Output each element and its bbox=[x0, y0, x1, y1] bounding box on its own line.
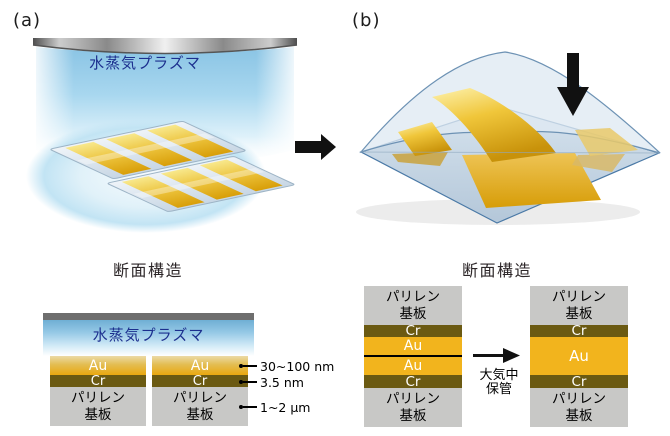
film-stack-left: Au Cr パリレン 基板 bbox=[50, 356, 146, 426]
bond-interface-line bbox=[364, 355, 462, 357]
storage-label-line2: 保管 bbox=[485, 382, 512, 397]
layer-parylene-substrate: パリレン 基板 bbox=[152, 387, 248, 426]
substrate-line1: パリレン bbox=[386, 391, 440, 408]
film-stacks: Au Cr パリレン 基板 Au Cr パリレン 基板 bbox=[50, 356, 254, 426]
sample-film-2 bbox=[107, 156, 295, 212]
storage-label-line1: 大気中 bbox=[479, 368, 519, 383]
substrate-line1: パリレン bbox=[386, 289, 440, 306]
electrode-bar bbox=[43, 313, 254, 320]
plasma-region: 水蒸気プラズマ bbox=[43, 320, 254, 356]
layer-au: Au bbox=[50, 356, 146, 375]
callout-line bbox=[243, 406, 257, 408]
callout-dot bbox=[239, 405, 243, 409]
callout-line bbox=[243, 365, 257, 367]
layer-cr: Cr bbox=[530, 323, 628, 339]
thickness-substrate-label: 1~2 μm bbox=[260, 399, 311, 415]
cross-section-title-b: 断面構造 bbox=[461, 261, 532, 280]
substrate-line2: 基板 bbox=[565, 407, 593, 424]
laminated-films-illustration bbox=[356, 51, 661, 225]
layer-au-merged: Au bbox=[530, 337, 628, 375]
panel-a-label: (a) bbox=[13, 10, 42, 31]
callout-line bbox=[243, 381, 257, 383]
thickness-callout-au: 30~100 nm bbox=[239, 358, 335, 374]
layer-parylene-substrate: パリレン 基板 bbox=[530, 388, 628, 427]
transfer-arrow-icon bbox=[295, 134, 336, 160]
substrate-line1: パリレン bbox=[552, 289, 606, 306]
layer-parylene-substrate: パリレン 基板 bbox=[50, 387, 146, 426]
layer-cr: Cr bbox=[364, 374, 462, 390]
substrate-line1: パリレン bbox=[552, 391, 606, 408]
panel-b-label: (b) bbox=[352, 10, 381, 31]
layer-cr: Cr bbox=[530, 374, 628, 390]
layer-parylene-substrate: パリレン 基板 bbox=[530, 286, 628, 325]
substrate-line1: パリレン bbox=[71, 390, 125, 407]
substrate-line2: 基板 bbox=[399, 305, 427, 322]
thickness-au-label: 30~100 nm bbox=[260, 358, 335, 374]
layer-au: Au bbox=[152, 356, 248, 375]
thickness-cr-label: 3.5 nm bbox=[260, 374, 304, 390]
layer-cr: Cr bbox=[364, 323, 462, 339]
cross-section-title-a: 断面構造 bbox=[112, 261, 183, 280]
sample-film-1 bbox=[50, 121, 247, 179]
layer-parylene-substrate: パリレン 基板 bbox=[364, 286, 462, 325]
thickness-callout-substrate: 1~2 μm bbox=[239, 399, 311, 415]
plasma-chamber-text: 水蒸気プラズマ bbox=[89, 54, 201, 72]
cross-section-a: 水蒸気プラズマ Au Cr パリレン 基板 Au Cr パリレン 基板 bbox=[43, 313, 254, 426]
thickness-callout-cr: 3.5 nm bbox=[239, 374, 304, 390]
callout-dot bbox=[239, 380, 243, 384]
layer-au: Au bbox=[364, 337, 462, 355]
layer-cr: Cr bbox=[50, 374, 146, 389]
bonded-stack-after: パリレン 基板 Cr Au Cr パリレン 基板 bbox=[530, 286, 628, 427]
substrate-line2: 基板 bbox=[565, 305, 593, 322]
layer-au: Au bbox=[364, 357, 462, 375]
layer-parylene-substrate: パリレン 基板 bbox=[364, 388, 462, 427]
substrate-line1: パリレン bbox=[173, 390, 227, 407]
press-arrow-icon bbox=[557, 53, 589, 116]
substrate-line2: 基板 bbox=[84, 406, 112, 423]
plasma-chamber-illustration bbox=[26, 38, 297, 233]
substrate-line2: 基板 bbox=[186, 406, 214, 423]
layer-cr: Cr bbox=[152, 374, 248, 389]
bonded-stack-before: パリレン 基板 Cr Au Au Cr パリレン 基板 bbox=[364, 286, 462, 427]
substrate-line2: 基板 bbox=[399, 407, 427, 424]
callout-dot bbox=[239, 364, 243, 368]
storage-arrow-icon bbox=[473, 348, 520, 363]
film-stack-right: Au Cr パリレン 基板 bbox=[152, 356, 248, 426]
